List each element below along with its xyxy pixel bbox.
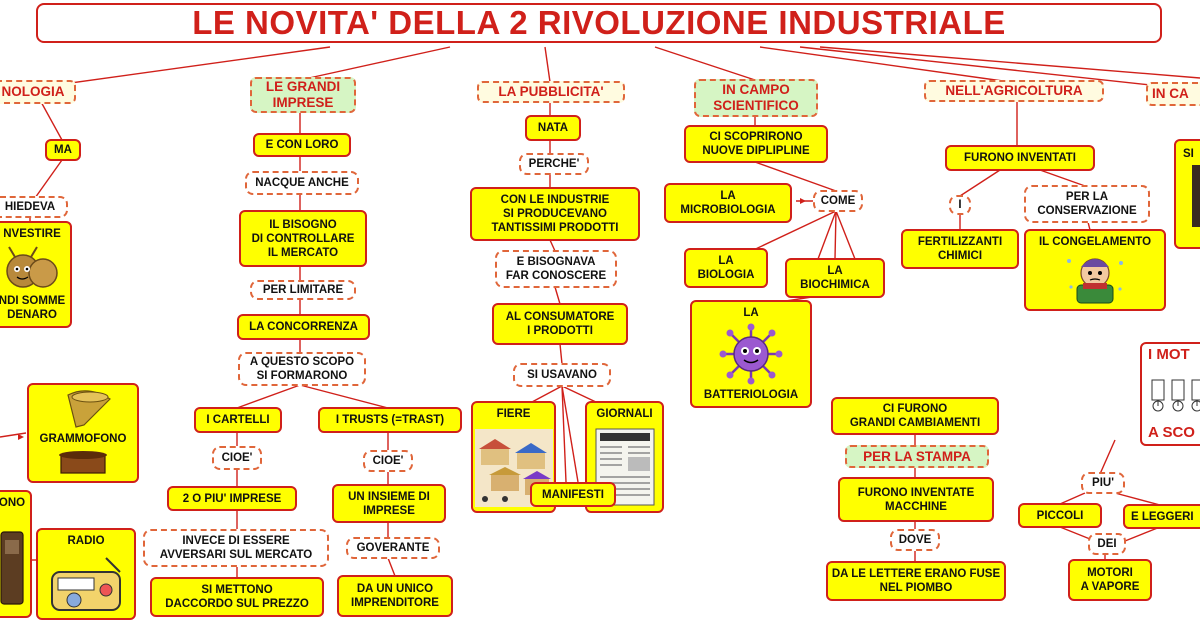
- node-con-loro: E CON LORO: [253, 133, 351, 157]
- node-furono-inventati: FURONO INVENTATI: [945, 145, 1095, 171]
- node-dove: DOVE: [890, 529, 940, 551]
- node-cioe-cartelli: CIOE': [212, 446, 262, 470]
- giornali-label: GIORNALI: [596, 408, 653, 420]
- gramophone-horn-icon: [67, 390, 111, 428]
- node-bisognava: E BISOGNAVA FAR CONOSCERE: [495, 250, 617, 288]
- node-conservazione: PER LA CONSERVAZIONE: [1024, 185, 1150, 223]
- node-consumatore: AL CONSUMATORE I PRODOTTI: [492, 303, 628, 345]
- freezing-person-icon: [1067, 258, 1123, 304]
- node-nuove-discipline: CI SCOPRIRONO NUOVE DIPLIPLINE: [684, 125, 828, 163]
- money-bags-icon: [6, 245, 58, 288]
- arrow-head-microbiologia: [800, 198, 806, 204]
- node-giornali: GIORNALI: [585, 401, 664, 513]
- node-i: I: [949, 195, 971, 215]
- node-ma: MA: [45, 139, 81, 161]
- branch-pubblicita: LA PUBBLICITA': [477, 81, 625, 103]
- si-label: SI: [1183, 148, 1194, 160]
- telefono-label: ONO: [0, 497, 26, 509]
- node-fertilizzanti: FERTILIZZANTI CHIMICI: [901, 229, 1019, 269]
- node-macchine: FURONO INVENTATE MACCHINE: [838, 477, 994, 522]
- virus-icon: [719, 323, 783, 385]
- node-insieme-imprese: UN INSIEME DI IMPRESE: [332, 484, 446, 523]
- branch-tecnologia: NOLOGIA: [0, 80, 76, 104]
- node-concorrenza: LA CONCORRENZA: [237, 314, 370, 340]
- node-cartelli: I CARTELLI: [194, 407, 282, 433]
- node-accordo-prezzo: SI METTONO DACCORDO SUL PREZZO: [150, 577, 324, 617]
- node-manifesti: MANIFESTI: [530, 482, 616, 507]
- congelamento-label: IL CONGELAMENTO: [1038, 236, 1152, 248]
- gramophone-box-icon: [59, 451, 107, 474]
- node-piu: PIU': [1081, 472, 1125, 494]
- node-bisogno: IL BISOGNO DI CONTROLLARE IL MERCATO: [239, 210, 367, 267]
- branch-in-campo: IN CA: [1146, 82, 1200, 106]
- node-biologia: LA BIOLOGIA: [684, 248, 768, 288]
- node-leggeri: E LEGGERI: [1123, 504, 1200, 529]
- node-biochimica: LA BIOCHIMICA: [785, 258, 885, 298]
- node-nata: NATA: [525, 115, 581, 141]
- node-motori-scoppio: I MOT A SCO: [1140, 342, 1200, 446]
- node-tantissimi-prodotti: CON LE INDUSTRIE SI PRODUCEVANO TANTISSI…: [470, 187, 640, 241]
- investire-label-top: NVESTIRE: [3, 228, 61, 240]
- fair-stalls-icon: [474, 429, 553, 507]
- node-perche: PERCHE': [519, 153, 589, 175]
- branch-campo-scientifico: IN CAMPO SCIENTIFICO: [694, 79, 818, 117]
- node-richiedeva: HIEDEVA: [0, 196, 68, 218]
- branch-grandi-imprese: LE GRANDI IMPRESE: [250, 77, 356, 113]
- node-congelamento: IL CONGELAMENTO: [1024, 229, 1166, 311]
- radio-label: RADIO: [67, 535, 105, 547]
- grammofono-label: GRAMMOFONO: [39, 433, 127, 445]
- scoppio-label: A SCO: [1148, 424, 1195, 441]
- investire-label-bottom: NDI SOMME DENARO: [0, 295, 66, 321]
- node-investire: NVESTIRE NDI SOMME DENARO: [0, 221, 72, 328]
- node-trusts: I TRUSTS (=TRAST): [318, 407, 462, 433]
- branch-agricoltura: NELL'AGRICOLTURA: [924, 80, 1104, 102]
- newspaper-icon: [595, 428, 654, 506]
- node-dei: DEI: [1088, 533, 1126, 555]
- node-grandi-cambiamenti: CI FURONO GRANDI CAMBIAMENTI: [831, 397, 999, 435]
- node-motori-vapore: MOTORI A VAPORE: [1068, 559, 1152, 601]
- motori-label: I MOT: [1148, 346, 1190, 363]
- batteriologia-label-bottom: BATTERIOLOGIA: [703, 389, 799, 401]
- telephone-icon: [0, 531, 24, 605]
- batteriologia-label-top: LA: [743, 307, 759, 319]
- node-due-imprese: 2 O PIU' IMPRESE: [167, 486, 297, 511]
- arrow-head-grammofono: [18, 434, 24, 440]
- node-come: COME: [813, 190, 863, 212]
- map-title: LE NOVITA' DELLA 2 RIVOLUZIONE INDUSTRIA…: [36, 3, 1162, 43]
- node-governante: GOVERANTE: [346, 537, 440, 559]
- fiere-label: FIERE: [496, 408, 531, 420]
- node-avversari: INVECE DI ESSERE AVVERSARI SUL MERCATO: [143, 529, 329, 567]
- radio-icon: [51, 557, 121, 611]
- node-cioe-trusts: CIOE': [363, 450, 413, 472]
- node-lettere-piombo: DA LE LETTERE ERANO FUSE NEL PIOMBO: [826, 561, 1006, 601]
- node-unico-imprenditore: DA UN UNICO IMPRENDITORE: [337, 575, 453, 617]
- node-per-limitare: PER LIMITARE: [250, 280, 356, 300]
- node-microbiologia: LA MICROBIOLOGIA: [664, 183, 792, 223]
- node-nacque-anche: NACQUE ANCHE: [245, 171, 359, 195]
- engine-diagram-icon: [1151, 379, 1200, 412]
- steam-machine-image: [1192, 165, 1200, 227]
- node-piccoli: PICCOLI: [1018, 503, 1102, 528]
- node-si-usavano: SI USAVANO: [513, 363, 611, 387]
- node-batteriologia: LA BATTERIOLOGIA: [690, 300, 812, 408]
- branch-per-la-stampa: PER LA STAMPA: [845, 445, 989, 468]
- node-a-questo-scopo: A QUESTO SCOPO SI FORMARONO: [238, 352, 366, 386]
- node-grammofono: GRAMMOFONO: [27, 383, 139, 483]
- node-radio: RADIO: [36, 528, 136, 620]
- node-telefono: ONO: [0, 490, 32, 618]
